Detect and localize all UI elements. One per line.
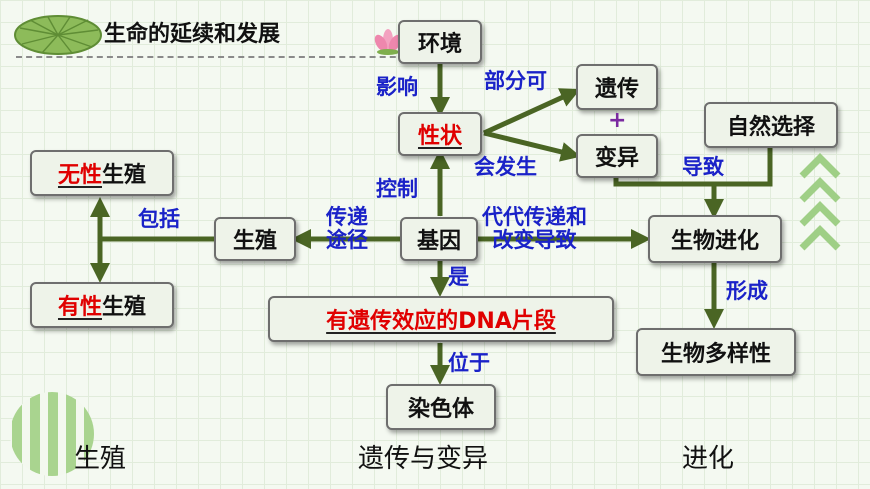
page-title: 生命的延续和发展: [104, 22, 281, 47]
label-will-occur: 会发生: [474, 155, 537, 179]
label-generational: 代代传递和 改变导致: [482, 205, 587, 253]
node-reproduction: 生殖: [214, 217, 296, 261]
node-chromosome: 染色体: [386, 384, 496, 430]
footer-reproduction: 生殖: [74, 444, 127, 474]
plus-sign: +: [608, 108, 627, 133]
footer-evolution: 进化: [682, 444, 735, 474]
node-asexual-reproduction: 无性生殖: [30, 150, 174, 196]
title-divider: [16, 56, 416, 58]
node-trait-label: 性状: [417, 124, 462, 149]
sexual-suffix-label: 生殖: [102, 295, 147, 320]
node-evolution: 生物进化: [648, 215, 782, 263]
label-control: 控制: [376, 177, 418, 201]
arrow-selection-to-evolution: [704, 148, 773, 220]
node-heredity: 遗传: [576, 64, 658, 110]
label-influence: 影响: [376, 75, 418, 99]
footer-heredity-variation: 遗传与变异: [358, 444, 489, 474]
node-natural-selection: 自然选择: [704, 102, 838, 148]
label-leads-to: 导致: [682, 155, 724, 179]
arrow-trait-to-heredity: [482, 88, 581, 136]
label-transmit-pathway: 传递 途径: [326, 205, 368, 253]
node-environment: 环境: [398, 20, 482, 64]
asexual-red-label: 无性: [57, 163, 102, 188]
generational-line1: 代代传递和: [482, 205, 587, 229]
arrow-variation-to-evolution: [613, 176, 714, 187]
chevron-up-decoration-icon: [799, 153, 841, 251]
transmit-line2: 途径: [326, 228, 368, 253]
node-variation: 变异: [576, 134, 658, 178]
node-biodiversity: 生物多样性: [636, 328, 796, 376]
node-trait: 性状: [398, 112, 482, 156]
node-sexual-reproduction: 有性生殖: [30, 282, 174, 328]
generational-line2: 改变导致: [492, 228, 577, 253]
label-located-in: 位于: [448, 351, 490, 375]
node-dna-segment: 有遗传效应的DNA片段: [268, 296, 614, 342]
label-is: 是: [448, 265, 469, 289]
striped-circle-decoration-icon: [10, 392, 94, 476]
transmit-line1: 传递: [326, 205, 368, 229]
arrow-trait-to-variation: [483, 130, 581, 162]
label-forms: 形成: [726, 279, 768, 303]
sexual-red-label: 有性: [57, 295, 102, 320]
label-partially-can: 部分可: [484, 69, 547, 93]
lotus-leaf-icon: [14, 15, 102, 55]
label-include: 包括: [138, 207, 180, 231]
asexual-suffix-label: 生殖: [102, 163, 147, 188]
dna-segment-label: 有遗传效应的DNA片段: [326, 309, 556, 334]
node-gene: 基因: [400, 217, 478, 261]
